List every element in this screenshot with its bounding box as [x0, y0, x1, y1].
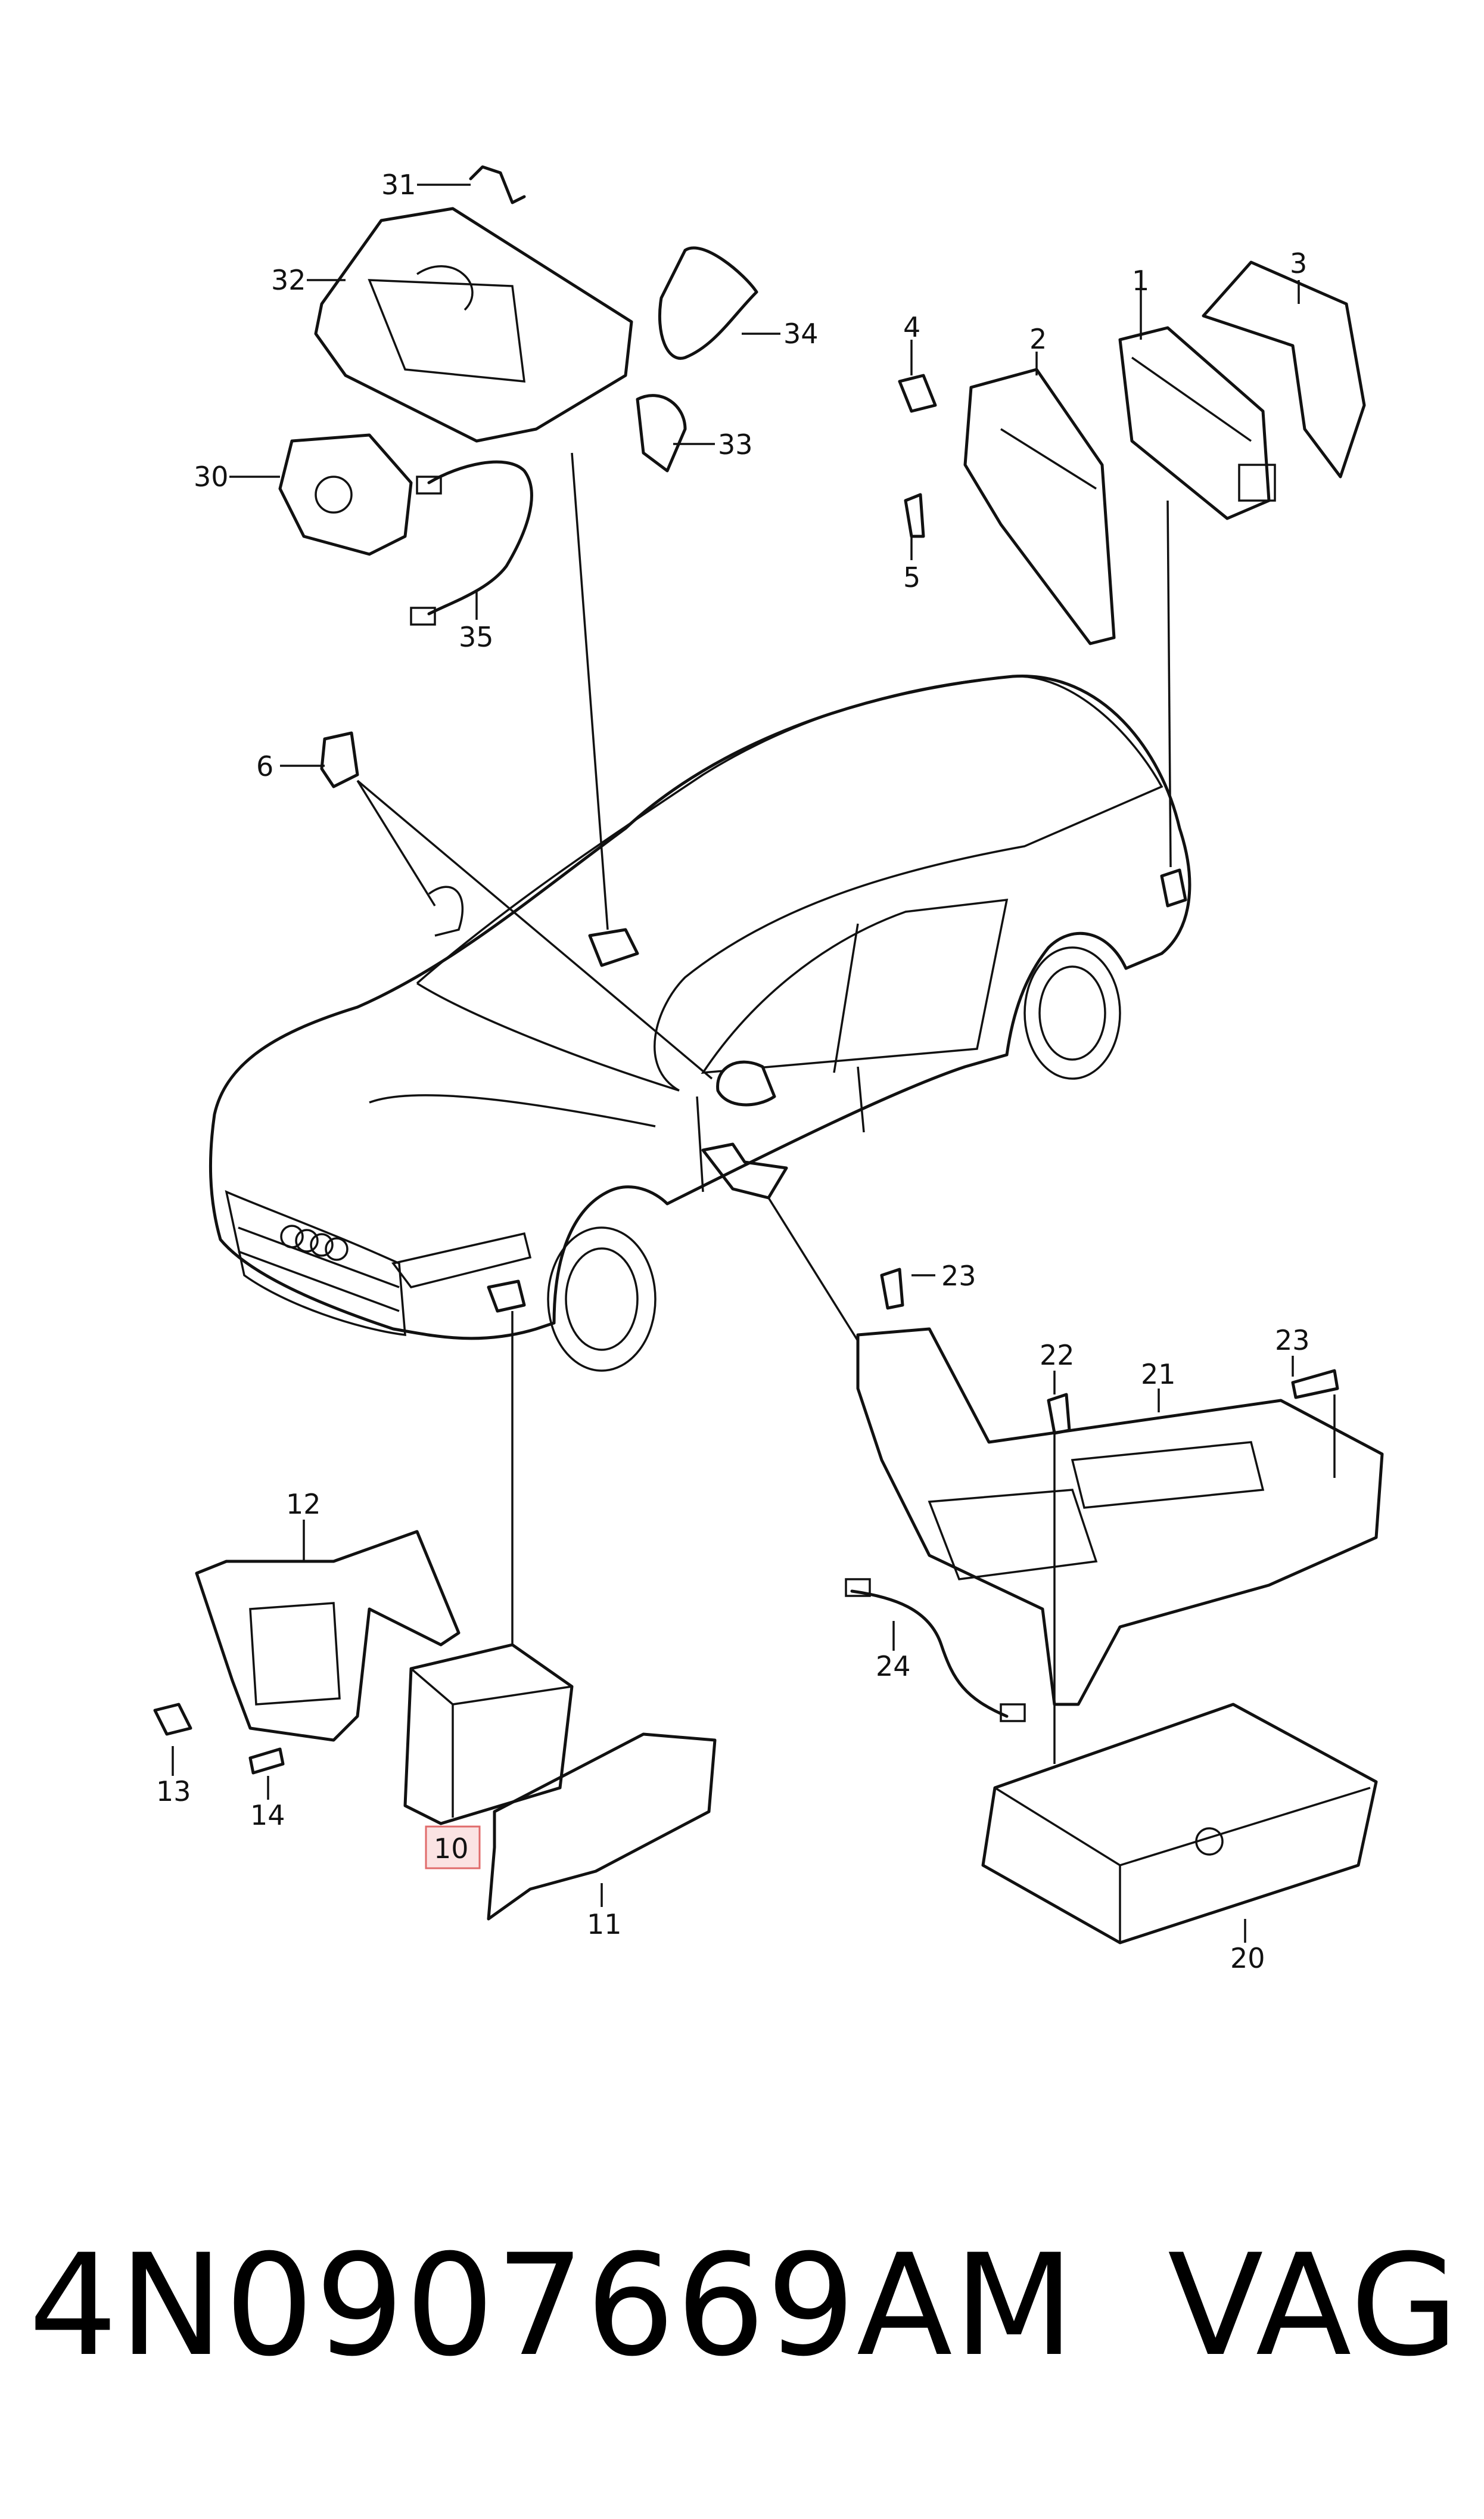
part-30-camera	[278, 433, 413, 556]
callout-11: 11	[587, 1908, 622, 1940]
car-illustration	[209, 675, 1191, 1372]
callout-1: 1	[1132, 265, 1149, 297]
part-35-cable	[410, 460, 533, 626]
part-10-control-unit	[403, 1643, 574, 1825]
part-24-cable	[845, 1578, 1026, 1722]
callout-5: 5	[903, 561, 920, 594]
callout-labels: 31 32 34 33 30 35 4 2 1 3 5 6 12 13 14 1…	[156, 169, 1310, 1974]
callout-23-left: 23	[941, 1260, 976, 1292]
brand-label: VAG	[1168, 2225, 1460, 2387]
part-1-control-unit	[1118, 326, 1276, 520]
part-21-bracket	[856, 1327, 1384, 1764]
part-20-control-unit	[981, 1703, 1378, 1945]
callout-13: 13	[156, 1775, 191, 1807]
callout-23-right: 23	[1275, 1324, 1310, 1356]
part-33-clip	[636, 394, 687, 473]
part-3-housing	[1202, 260, 1366, 479]
leader-lines	[356, 452, 1172, 1645]
part-4-clip	[898, 374, 937, 413]
part-11-bracket	[487, 1732, 717, 1921]
callout-32: 31	[381, 169, 416, 201]
part-number: 4N0907669AM	[29, 2225, 1076, 2387]
part-23-bolt-right	[1291, 1369, 1339, 1399]
part-22-screw	[1047, 1393, 1071, 1435]
callout-3: 3	[1290, 247, 1307, 279]
callout-14: 14	[250, 1799, 285, 1831]
callout-2: 2	[1029, 323, 1047, 355]
part-31-bracket	[314, 207, 633, 443]
callout-4: 4	[903, 311, 920, 343]
callout-20: 20	[1230, 1942, 1265, 1974]
callout-31: 32	[271, 264, 306, 296]
callout-10: 10	[434, 1832, 469, 1865]
part-2-bracket	[963, 368, 1116, 645]
callout-6: 6	[256, 750, 273, 782]
callout-22: 22	[1040, 1339, 1075, 1371]
callout-34: 34	[783, 318, 819, 350]
part-13-clip	[153, 1703, 192, 1736]
callout-leaders	[172, 184, 1300, 1943]
callout-30: 30	[194, 461, 229, 493]
highlight-box	[425, 1825, 481, 1869]
part-34-cover	[658, 246, 758, 360]
callout-33: 33	[718, 428, 753, 461]
part-6-clip	[320, 731, 359, 788]
part-5-screw	[904, 493, 925, 538]
callout-12: 12	[286, 1488, 321, 1520]
callout-35: 35	[459, 621, 494, 653]
part-12-bracket	[195, 1530, 461, 1742]
part-32-clip	[469, 165, 526, 204]
callout-24: 24	[876, 1650, 911, 1682]
callout-21: 21	[1141, 1358, 1176, 1390]
part-14-screw	[248, 1747, 285, 1775]
part-23-bolt-left	[880, 1268, 904, 1310]
